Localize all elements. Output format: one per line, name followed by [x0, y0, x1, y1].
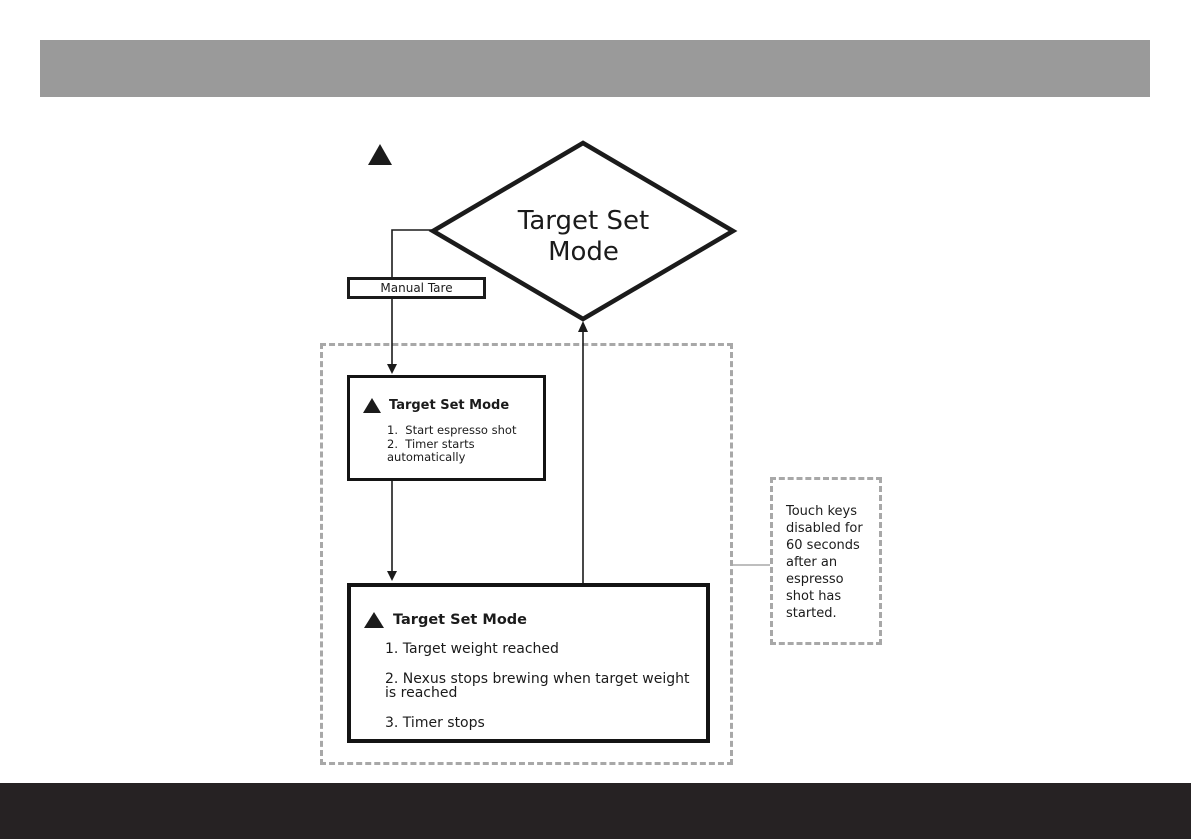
flow-box-1-header: Target Set Mode — [363, 398, 543, 413]
flow-box-1-items: 1. Start espresso shot 2. Timer starts a… — [387, 423, 543, 465]
arrowhead-into-box2 — [387, 571, 397, 581]
arrowhead-into-diamond — [578, 321, 588, 332]
flow-box-2-header: Target Set Mode — [364, 612, 706, 628]
triangle-icon — [364, 612, 384, 628]
flow-box-1-title: Target Set Mode — [389, 398, 510, 413]
list-line: 2. Timer starts — [387, 436, 475, 451]
touch-keys-note-text: Touch keys disabled for 60 seconds after… — [786, 504, 863, 621]
triangle-icon — [363, 398, 381, 413]
list-item: 3. Timer stops — [385, 714, 706, 731]
list-item: 2. Timer starts automatically — [387, 436, 543, 465]
list-line: 1. Target weight reached — [385, 641, 559, 657]
list-item: 2. Nexus stops brewing when target weigh… — [385, 670, 706, 701]
list-line: 2. Nexus stops brewing when target weigh… — [385, 670, 690, 687]
flow-box-start-shot: Target Set Mode 1. Start espresso shot 2… — [347, 375, 546, 481]
flow-box-2-items: 1. Target weight reached 2. Nexus stops … — [385, 642, 706, 730]
arrowhead-into-box1 — [387, 364, 397, 374]
list-item: 1. Target weight reached — [385, 642, 706, 657]
list-line: is reached — [385, 685, 458, 701]
header-bar — [40, 40, 1150, 97]
diamond-label: Target Set Mode — [517, 206, 650, 267]
manual-tare-box: Manual Tare — [347, 277, 486, 299]
list-item: 1. Start espresso shot — [387, 423, 543, 438]
manual-tare-label: Manual Tare — [380, 281, 453, 295]
flow-box-target-reached: Target Set Mode 1. Target weight reached… — [347, 583, 710, 743]
list-line: 1. Start espresso shot — [387, 423, 517, 437]
touch-keys-note-box: Touch keys disabled for 60 seconds after… — [770, 477, 882, 645]
list-line: automatically — [387, 450, 466, 464]
flow-box-2-title: Target Set Mode — [393, 612, 528, 628]
diamond-shape — [428, 140, 738, 322]
list-line: 3. Timer stops — [385, 714, 485, 731]
mode-triangle-icon — [368, 144, 392, 165]
footer-bar — [0, 783, 1191, 839]
diamond-to-box1-line — [391, 229, 433, 368]
dashed-group-container — [320, 343, 733, 765]
